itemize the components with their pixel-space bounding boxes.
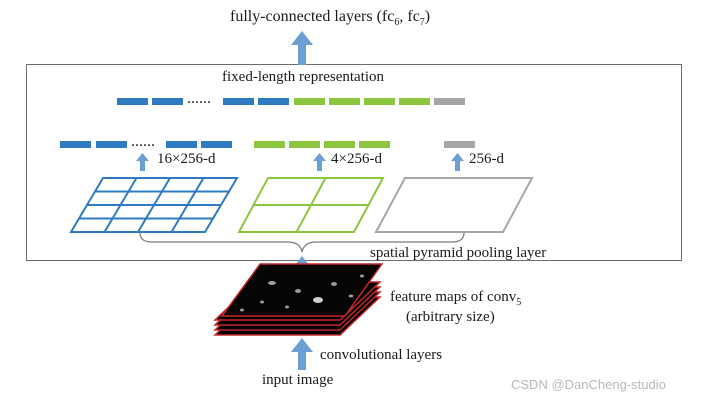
spp-panel <box>26 64 682 261</box>
up-arrow-conv <box>291 338 313 370</box>
label-16x256: 16×256-d <box>157 151 216 167</box>
arrow-16 <box>136 153 149 171</box>
grid-2x2 <box>237 177 385 233</box>
feature-maps-label: feature maps of conv5 <box>390 289 522 308</box>
arrow-4 <box>313 153 326 171</box>
label-4x256: 4×256-d <box>331 151 382 167</box>
left-dots: ...... <box>131 133 155 150</box>
small-arrows <box>136 153 464 171</box>
input-image-label: input image <box>262 372 334 388</box>
convolutional-layers-label: convolutional layers <box>320 347 443 363</box>
fixed-length-vector <box>117 98 465 105</box>
csdn-watermark: CSDN @DanCheng-studio <box>511 377 666 392</box>
spp-layer-label: spatial pyramid pooling layer <box>370 245 547 261</box>
fixed-length-representation-label: fixed-length representation <box>222 69 385 85</box>
top-dots: ...... <box>187 90 211 107</box>
bins-4-vector <box>254 141 390 148</box>
bins-16-vector <box>60 141 232 148</box>
arbitrary-size-label: (arbitrary size) <box>406 309 495 325</box>
feature-maps-stack <box>213 263 384 336</box>
up-arrow-fc <box>291 31 313 65</box>
fully-connected-layers-label: fully-connected layers (fc6, fc7) <box>230 8 431 29</box>
label-256: 256-d <box>469 151 504 167</box>
grid-1x1 <box>374 177 534 233</box>
bins-1-vector <box>444 141 475 148</box>
pooling-brace <box>139 232 465 253</box>
grid-4x4 <box>69 177 239 233</box>
arrow-1 <box>451 153 464 171</box>
